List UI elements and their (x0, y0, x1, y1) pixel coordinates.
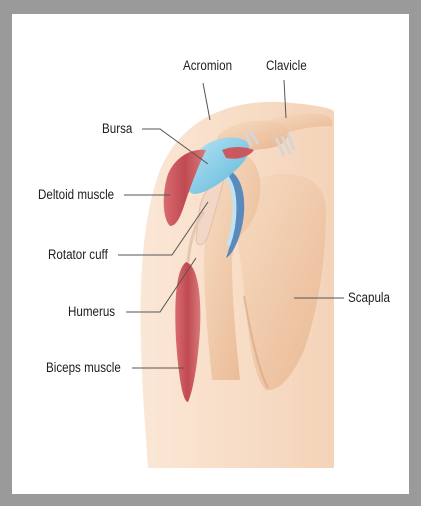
label-biceps-muscle: Biceps muscle (46, 360, 121, 376)
label-clavicle: Clavicle (266, 58, 307, 74)
label-scapula: Scapula (348, 290, 390, 306)
label-acromion: Acromion (183, 58, 232, 74)
label-bursa: Bursa (102, 121, 132, 137)
label-deltoid-muscle: Deltoid muscle (38, 187, 114, 203)
label-humerus: Humerus (68, 304, 115, 320)
label-rotator-cuff: Rotator cuff (48, 247, 108, 263)
